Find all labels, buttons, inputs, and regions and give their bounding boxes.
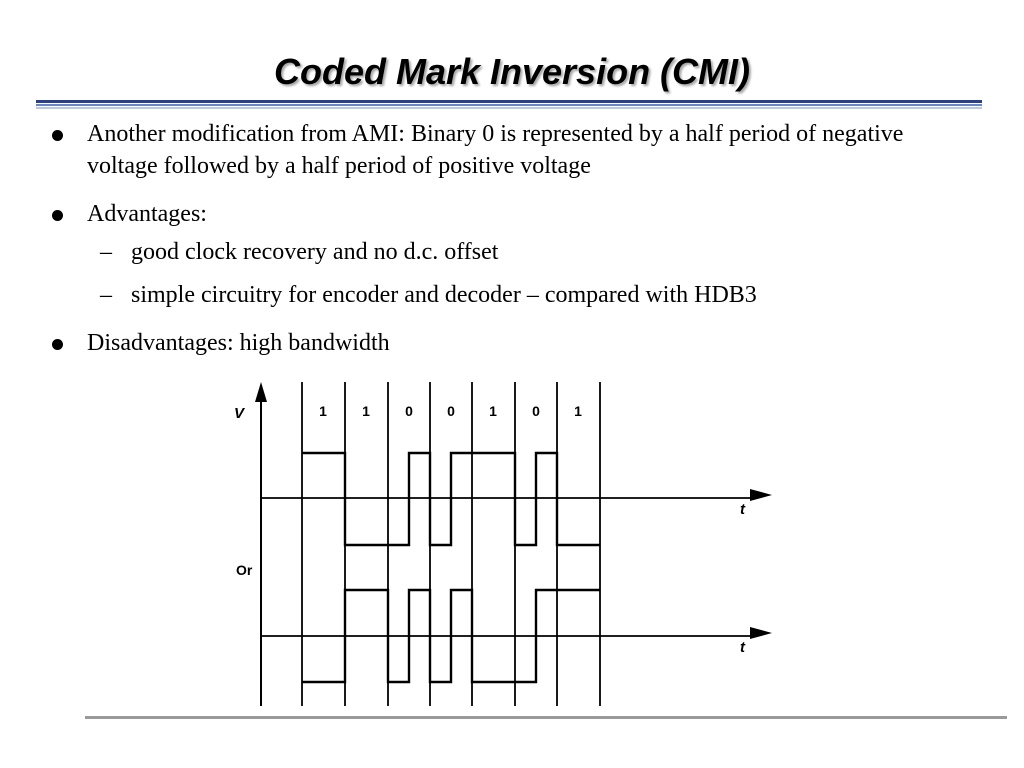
waveform-trace: [302, 451, 600, 547]
time-axis-arrow-icon: [750, 627, 772, 639]
bullet-text: Disadvantages: high bandwidth: [87, 330, 390, 356]
bit-label: 1: [319, 403, 327, 419]
bit-label: 1: [489, 403, 497, 419]
voltage-axis-arrow-icon: [255, 382, 267, 402]
dash-icon: –: [100, 239, 112, 265]
footer-divider: [85, 716, 1007, 719]
time-axis-label: t: [740, 639, 746, 656]
bullet-text: Another modification from AMI: Binary 0 …: [87, 121, 904, 179]
dash-icon: –: [100, 282, 112, 308]
waveform-trace: [302, 588, 600, 684]
sub-bullet-text: simple circuitry for encoder and decoder…: [131, 282, 757, 308]
bit-label: 0: [405, 403, 413, 419]
time-axis-arrow-icon: [750, 489, 772, 501]
sub-bullet-text: good clock recovery and no d.c. offset: [131, 239, 499, 265]
time-axis-label: t: [740, 501, 746, 518]
title-divider: [36, 100, 982, 109]
bullet-dot-icon: [52, 130, 63, 141]
cmi-waveform-diagram: V 1 1 0 0 1 0 1 t Or t: [234, 382, 772, 706]
bullet-dot-icon: [52, 339, 63, 350]
bullet-text: Advantages:: [87, 201, 207, 227]
bullet-dot-icon: [52, 210, 63, 221]
bit-label: 0: [447, 403, 455, 419]
bit-label: 1: [362, 403, 370, 419]
alternative-label: Or: [236, 562, 253, 578]
bit-label: 1: [574, 403, 582, 419]
voltage-axis-label: V: [234, 405, 246, 422]
bit-label: 0: [532, 403, 540, 419]
slide-title: Coded Mark Inversion (CMI): [273, 51, 751, 92]
